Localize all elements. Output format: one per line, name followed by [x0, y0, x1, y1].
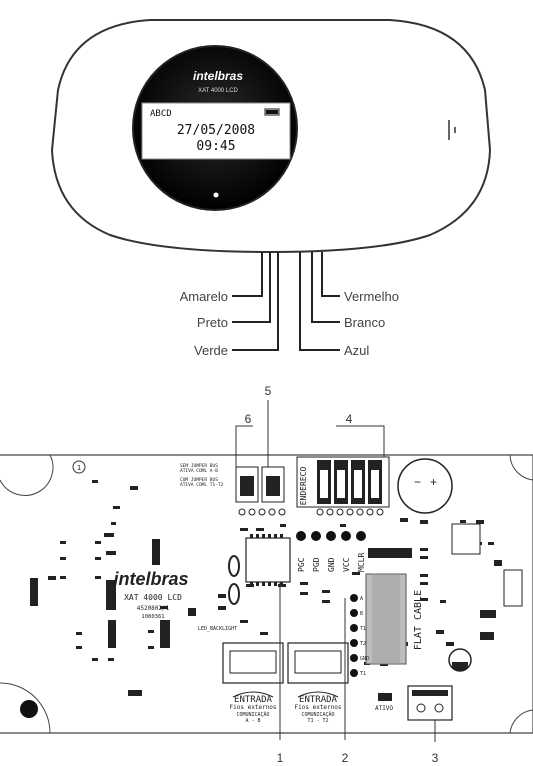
callout-1: 1 [277, 751, 284, 765]
svg-text:A: A [360, 596, 363, 602]
wire-label-vermelho: Vermelho [344, 289, 399, 304]
svg-text:−: − [414, 475, 421, 489]
header-pins [238, 508, 384, 516]
svg-text:B: B [360, 611, 363, 617]
entrada2-title: ENTRADA [299, 695, 338, 705]
svg-text:A - B: A - B [245, 718, 260, 724]
svg-text:T1: T1 [360, 626, 366, 632]
circuit-board: 1 [0, 454, 533, 734]
speaker-icon [448, 120, 456, 140]
callout-4: 4 [346, 412, 353, 426]
svg-text:Fios externos: Fios externos [295, 704, 342, 711]
side-pads [350, 594, 358, 677]
board-model: XAT 4000 LCD [124, 593, 182, 602]
wire-bundle [232, 252, 340, 351]
svg-text:COM JUMPER BUS: COM JUMPER BUS [180, 477, 218, 483]
svg-text:GND: GND [327, 557, 336, 572]
svg-text:PGD: PGD [312, 557, 321, 572]
battery-icon [264, 108, 280, 116]
callout-lines [235, 400, 436, 742]
ic-u3 [503, 569, 523, 607]
board-brand: intelbras [113, 569, 188, 589]
svg-text:ATIVA COML A-B: ATIVA COML A-B [180, 468, 218, 474]
lcd-line1: ABCD [150, 109, 172, 119]
ativo-jumper [378, 693, 392, 701]
buzzer [397, 458, 453, 514]
svg-text:VCC: VCC [342, 557, 351, 572]
crystal [228, 583, 240, 605]
ic-u2 [451, 523, 481, 555]
terminal-brand: intelbras [193, 69, 243, 83]
svg-text:COMUNICAÇÃO: COMUNICAÇÃO [301, 711, 334, 718]
circle-mark-label: 1 [77, 464, 81, 472]
board-code2: 1080361 [141, 614, 164, 620]
flat-cable-label: FLAT CABLE [413, 590, 424, 650]
svg-text:PGC: PGC [297, 557, 306, 572]
circle-mark [72, 460, 86, 474]
wire-label-branco: Branco [344, 315, 385, 330]
terminal-device: intelbras XAT 4000 LCD ABCD 27/05/2008 0… [50, 19, 492, 254]
ativo-label: ATIVO [375, 705, 393, 712]
entrada1-title: ENTRADA [234, 695, 273, 705]
terminal-model: XAT 4000 LCD [198, 88, 238, 94]
svg-text:Fios externos: Fios externos [230, 704, 277, 711]
status-led [213, 192, 219, 198]
svg-text:T1: T1 [360, 671, 366, 677]
callout-3: 3 [432, 751, 439, 765]
wire-label-preto: Preto [197, 315, 228, 330]
svg-text:SEM JUMPER BUS: SEM JUMPER BUS [180, 463, 218, 469]
board-code1: 4520802/1 [137, 605, 170, 612]
lcd-date: 27/05/2008 [177, 123, 255, 138]
callout-2: 2 [342, 751, 349, 765]
wire-label-amarelo: Amarelo [180, 289, 228, 304]
svg-text:+: + [430, 475, 437, 489]
svg-text:GND: GND [360, 656, 369, 662]
svg-text:ATIVA COML T1-T2: ATIVA COML T1-T2 [180, 482, 224, 488]
crystal [228, 555, 240, 577]
svg-text:COMUNICAÇÃO: COMUNICAÇÃO [236, 711, 269, 718]
mounting-hole [20, 700, 38, 718]
svg-text:T1 - T2: T1 - T2 [307, 718, 328, 724]
endereco-label: ENDERECO [299, 467, 308, 506]
programming-pins [296, 531, 366, 541]
callout-5: 5 [265, 384, 272, 398]
microcontroller-chip [245, 537, 291, 583]
led-backlight-label: LED_BACKLIGHT [198, 626, 237, 632]
lcd-time: 09:45 [196, 139, 235, 154]
svg-text:T2: T2 [360, 641, 366, 647]
wire-label-azul: Azul [344, 343, 369, 358]
callout-6: 6 [245, 412, 252, 426]
ic-u4 [368, 548, 412, 558]
svg-text:MCLR: MCLR [357, 553, 366, 572]
wire-label-verde: Verde [194, 343, 228, 358]
